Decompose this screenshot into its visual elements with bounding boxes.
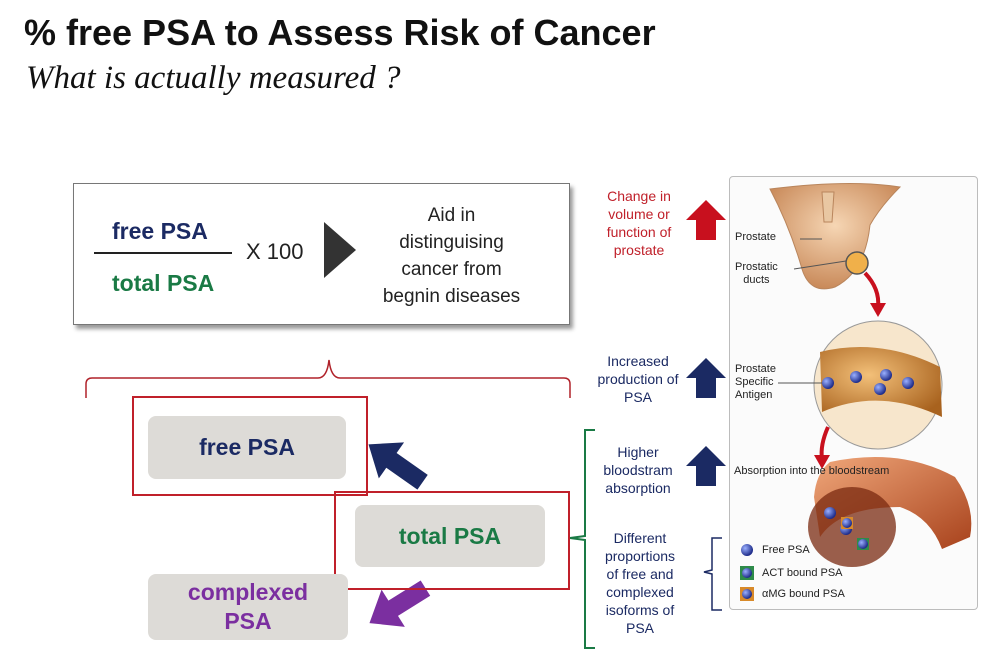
page-title: % free PSA to Assess Risk of Cancer [24,12,656,53]
complexed-psa-label: PSA [224,608,272,634]
absorption-caption: Absorption into the bloodstream [734,465,890,477]
label-line: Different [613,530,667,546]
change-label: Change in volume or function of prostate [592,187,686,259]
label-line: isoforms of [605,602,675,618]
label-line: volume or [608,206,670,222]
up-arrow-icon [686,358,726,398]
prostate-illustration: Prostate Prostatic ducts Prostate Specif… [729,176,978,610]
diagonal-arrow-icon [368,442,428,490]
label-line: Prostate [735,363,776,375]
up-arrow-icon [686,200,726,240]
result-line: distinguising [399,232,504,253]
total-psa-pill: total PSA [355,505,545,567]
label-line: Increased [607,353,669,369]
ducts-label: Prostatic ducts [735,261,778,287]
free-psa-highlight [132,396,368,496]
label-line: PSA [623,389,652,405]
production-label: Increased production of PSA [588,352,688,406]
page-subtitle: What is actually measured ? [26,60,401,96]
label-line: Change in [607,188,671,204]
label-line: Higher [617,444,659,460]
up-arrow-icon [686,446,726,486]
label-line: absorption [605,480,671,496]
legend-amg-bound: αMG bound PSA [762,588,845,600]
label-line: bloodstram [603,462,673,478]
formula-numerator: free PSA [112,218,208,244]
label-line: Antigen [735,389,773,401]
label-line: Prostatic [735,261,778,273]
label-line: proportions [604,548,676,564]
label-line: production of [597,371,679,387]
fraction-line [94,252,232,254]
label-line: Specific [735,376,774,388]
result-line: cancer from [401,259,502,280]
formula-multiplier: X 100 [246,239,304,264]
proportions-label: Different proportions of free and comple… [594,529,686,637]
formula-denominator: total PSA [112,270,215,296]
free-psa-pill: free PSA [148,416,346,479]
legend-act-bound: ACT bound PSA [762,567,843,579]
formula-result-text: Aid in distinguising cancer from begnin … [364,202,539,310]
total-psa-label: total PSA [398,522,502,549]
curly-brace [85,359,571,398]
green-bracket [569,429,595,649]
result-line: begnin diseases [382,286,521,307]
formula-box: free PSA total PSA X 100 Aid in distingu… [73,183,570,325]
diagonal-arrow-icon [369,580,431,627]
label-line: of free and [606,566,674,582]
result-line: Aid in [427,205,476,226]
legend-free-psa: Free PSA [762,544,810,556]
complexed-psa-label: complexed [187,579,309,605]
label-line: function of [606,224,672,240]
label-line: prostate [613,242,665,258]
prostate-label: Prostate [735,231,776,243]
label-line: ducts [743,274,770,286]
antigen-label: Prostate Specific Antigen [735,363,776,402]
play-triangle-icon [324,222,356,278]
label-line: PSA [625,620,654,636]
anatomy-drawing [740,182,972,601]
complexed-psa-pill: complexed PSA [148,574,348,640]
label-line: complexed [606,584,674,600]
absorption-label: Higher bloodstram absorption [590,443,686,497]
total-psa-highlight [334,491,570,590]
free-psa-label: free PSA [199,434,295,460]
legend-bracket [703,537,722,611]
